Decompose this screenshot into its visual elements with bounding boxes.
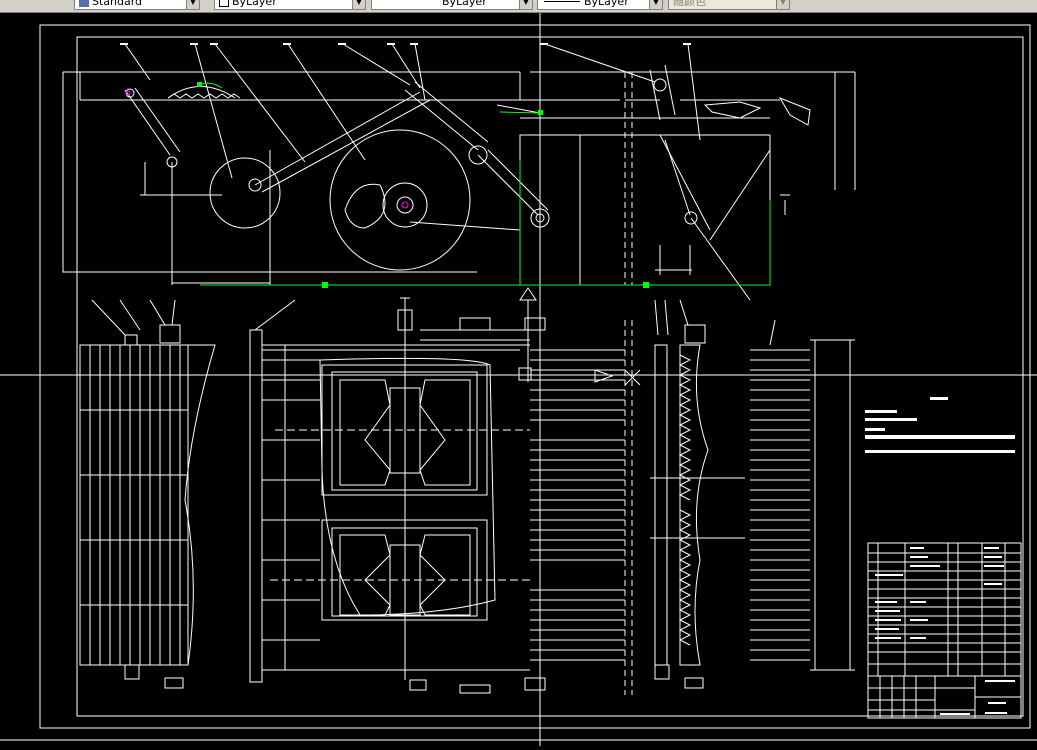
linetype-dropdown[interactable]: ByLayer ▼ xyxy=(371,0,533,10)
layer-color-dropdown[interactable]: ByLayer ▼ xyxy=(214,0,366,10)
chevron-down-icon[interactable]: ▼ xyxy=(352,0,365,9)
color-swatch-icon xyxy=(219,0,229,7)
drawing-canvas[interactable] xyxy=(0,13,1037,746)
lineweight-value: ByLayer xyxy=(584,0,629,8)
lineweight-sample xyxy=(544,1,580,2)
magenta-point xyxy=(125,90,409,209)
chevron-down-icon[interactable]: ▼ xyxy=(519,0,532,9)
bom-table xyxy=(867,542,1022,719)
drawing-border xyxy=(0,24,1037,741)
plan-view xyxy=(79,297,855,695)
text-style-value: Standard xyxy=(92,0,143,8)
chevron-down-icon[interactable]: ▼ xyxy=(186,0,199,9)
plot-style-dropdown[interactable]: 随颜色 ▼ xyxy=(668,0,790,10)
plot-style-value: 随颜色 xyxy=(673,0,706,8)
ucs-arrow-icon xyxy=(518,287,537,382)
elevation-view xyxy=(62,43,856,301)
selection-highlight xyxy=(199,82,771,286)
lineweight-dropdown[interactable]: ByLayer ▼ xyxy=(537,0,663,10)
text-style-dropdown[interactable]: Standard ▼ xyxy=(74,0,200,10)
chevron-down-icon[interactable]: ▼ xyxy=(776,0,789,9)
properties-toolbar: Standard ▼ ByLayer ▼ ByLayer ▼ ByLayer ▼… xyxy=(0,0,1037,13)
chevron-down-icon[interactable]: ▼ xyxy=(649,0,662,9)
grip-points[interactable] xyxy=(197,82,649,288)
layer-color-value: ByLayer xyxy=(232,0,277,8)
linetype-value: ByLayer xyxy=(442,0,487,8)
text-style-icon xyxy=(79,0,89,7)
technical-notes xyxy=(865,397,1015,453)
